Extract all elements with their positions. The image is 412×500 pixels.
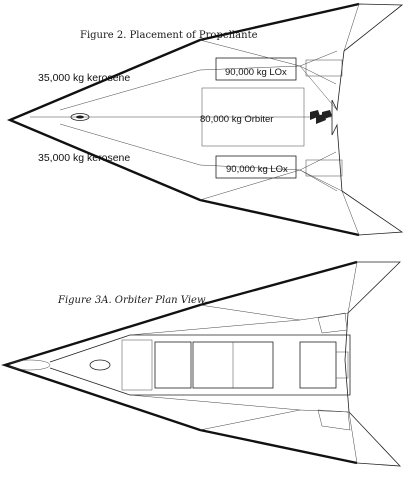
fig2-fin-upper xyxy=(343,3,360,52)
fig3a-nose-cap xyxy=(9,359,51,371)
fig2-tank-aft-lower xyxy=(305,159,343,177)
fig3a-fin-upper xyxy=(347,261,358,314)
figure-2-labels: 35,000 kg kerosene 90,000 kg LOx 80,000 … xyxy=(38,67,288,175)
fig3a-wing-root-upper xyxy=(129,319,301,336)
fig2-engine-cluster xyxy=(310,110,332,124)
label-lox-lower: 90,000 kg LOx xyxy=(226,164,288,175)
label-orbiter: 80,000 kg Orbiter xyxy=(200,114,273,125)
fig2-fin-lower xyxy=(341,190,360,236)
fig3a-wing-line-lower xyxy=(199,409,350,431)
figure-2-caption: Figure 2. Placement of Propellante xyxy=(80,30,258,41)
fig3a-cockpit xyxy=(89,359,111,371)
fig3a-outer-outline xyxy=(3,261,401,467)
fig3a-fuselage xyxy=(49,334,351,396)
fig2-tank-aft-upper xyxy=(305,59,343,77)
label-kerosene-upper: 35,000 kg kerosene xyxy=(38,72,130,84)
fig2-fuselage-top xyxy=(59,65,337,111)
fig3a-wing-root-lower xyxy=(129,394,301,411)
fig3a-engine-section xyxy=(299,341,337,389)
fig2-fuselage-bottom xyxy=(59,123,337,171)
figure-3a-caption: Figure 3A. Orbiter Plan View. xyxy=(57,295,208,306)
fig2-strut-lower xyxy=(299,169,338,192)
fig2-lox-tank-lower xyxy=(215,155,297,179)
label-lox-upper: 90,000 kg LOx xyxy=(225,67,287,78)
fig2-orbiter-bay xyxy=(201,87,305,147)
fig3a-elevon-upper xyxy=(317,312,348,334)
figure-2-planform xyxy=(6,2,404,237)
fig3a-leading-edge xyxy=(1,260,358,465)
fig3a-elevon-lower xyxy=(317,409,351,431)
fig3a-crew-cabin xyxy=(121,339,153,391)
figure-3a-planform xyxy=(1,260,401,467)
fig3a-nozzle-block xyxy=(335,351,349,379)
fig2-strut-upper xyxy=(299,50,338,67)
fig2-lox-tank-upper xyxy=(215,57,297,81)
fig3a-payload-module-1 xyxy=(154,341,192,389)
label-kerosene-lower: 35,000 kg kerosene xyxy=(38,152,130,164)
figure-2-group: Figure 2. Placement of Propellante xyxy=(6,2,404,237)
figure-3a-group: Figure 3A. Orbiter Plan View. xyxy=(1,260,401,467)
fig2-leading-edge xyxy=(6,2,360,237)
fig3a-fin-lower xyxy=(348,411,358,464)
fig3a-wing-line-upper xyxy=(199,304,349,321)
